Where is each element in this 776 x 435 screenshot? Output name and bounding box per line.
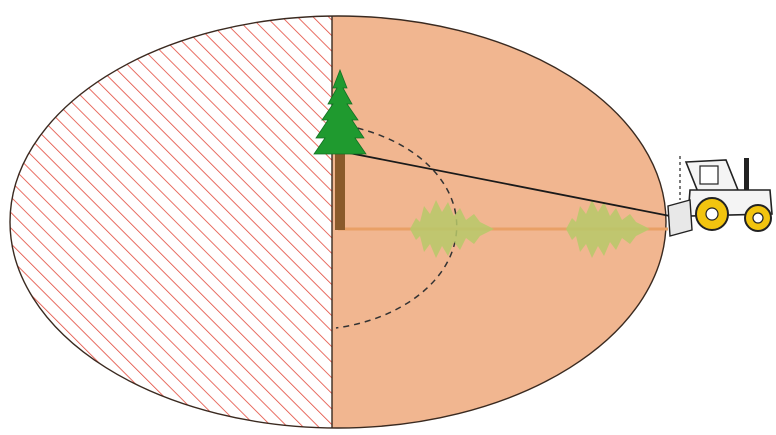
tree-trunk [335,148,345,230]
hatched-left-half [10,16,332,428]
swing-arc [335,123,458,329]
felled-tree-position-1 [410,200,494,258]
tree-canopy [313,68,367,155]
boundary-ellipse [9,15,667,429]
skidder-tractor [667,156,773,237]
felled-tree-position-2 [566,200,650,258]
standing-tree [313,68,367,230]
cable-line [343,151,671,217]
